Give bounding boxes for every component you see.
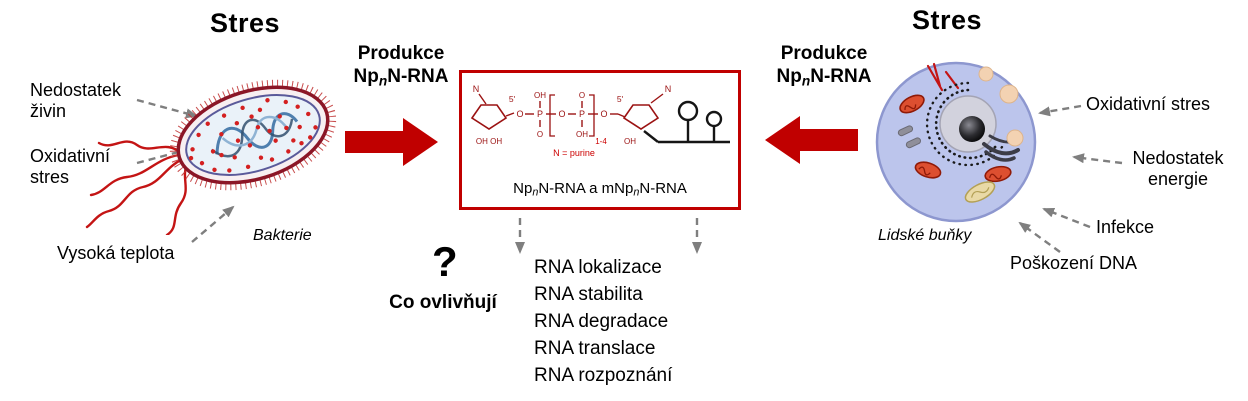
- bacterium-illustration: [85, 79, 337, 235]
- structure-five-prime-right: 5': [617, 94, 624, 104]
- structure-p1: P: [537, 109, 543, 119]
- effect-rna-recognition: RNA rozpoznání: [534, 365, 673, 386]
- bacterium-flagella: [85, 140, 189, 235]
- human-cell-illustration: [875, 61, 1037, 223]
- right-stressor-infection: Infekce: [1096, 217, 1155, 237]
- caption-end: N-RNA: [639, 180, 687, 198]
- structure-p2: P: [579, 109, 585, 119]
- dashed-arrow-nutrient-deficiency: [136, 98, 198, 119]
- structure-o3: O: [600, 109, 607, 119]
- dashed-arrow-high-temperature: [191, 205, 235, 243]
- right-nucleoside: 5' N OH: [617, 84, 671, 146]
- chemical-structure-drawing: N 5' OH OH O P O P O: [470, 84, 730, 158]
- produkce-left-np: Np: [353, 66, 379, 87]
- human-cells-label: Lidské buňky: [878, 227, 972, 244]
- structure-oh-right: OH: [624, 137, 636, 146]
- yellow-organelle: [964, 181, 996, 203]
- structure-n-purine-note: N = purine: [553, 148, 595, 158]
- bacterium-pili: [169, 79, 337, 191]
- structure-o-top: O: [579, 91, 585, 100]
- produkce-right-line1: Produkce: [780, 43, 868, 64]
- dashed-arrow-infection: [1042, 207, 1091, 229]
- structure-o2: O: [558, 109, 565, 119]
- rna-strand-with-hairpins: [643, 100, 730, 144]
- bracket-left: [549, 94, 555, 137]
- left-nucleoside: N 5' OH OH: [470, 84, 516, 146]
- red-arrow-right: [765, 116, 858, 164]
- endoplasmic-reticulum-dots: [925, 81, 1004, 167]
- dashed-arrow-oxidative-stress-left: [136, 146, 192, 165]
- structure-five-prime-left: 5': [509, 94, 516, 104]
- caption-sub1: n: [532, 187, 539, 199]
- bacteria-label: Bakterie: [253, 227, 312, 244]
- structure-oh-bottom: OH: [576, 130, 588, 139]
- bracket-right: [589, 94, 595, 137]
- phosphate-chain: O P O P O OH O O OH 1-4 N = p: [516, 91, 618, 158]
- effect-rna-translation: RNA translace: [534, 338, 656, 359]
- left-stressor-oxidative-stress: Oxidativní stres: [30, 146, 111, 187]
- produkce-left-rest: N-RNA: [387, 66, 449, 87]
- structure-o-bottom: O: [537, 130, 543, 139]
- caption-np1: Np: [513, 180, 533, 198]
- right-stress-title: Stres: [912, 5, 983, 35]
- left-stress-title: Stres: [210, 8, 281, 38]
- left-stressor-nutrient-deficiency: Nedostatek živin: [30, 80, 122, 121]
- effect-rna-degradation: RNA degradace: [534, 311, 669, 332]
- effect-rna-stability: RNA stabilita: [534, 284, 643, 305]
- produkce-right-np: Np: [776, 66, 802, 87]
- right-ribose-ring: [622, 104, 660, 130]
- dashed-arrow-oxidative-stress-right: [1038, 104, 1082, 117]
- produkce-right-rest: N-RNA: [810, 66, 872, 87]
- red-arrow-left: [345, 118, 438, 166]
- mitochondria: [899, 94, 1012, 183]
- structure-n-right: N: [665, 84, 672, 94]
- right-stressor-oxidative-stress: Oxidativní stres: [1086, 94, 1211, 114]
- structure-oh-left: OH OH: [476, 137, 502, 146]
- question-mark: ?: [432, 238, 458, 285]
- effect-rna-localization: RNA lokalizace: [534, 257, 662, 278]
- left-stressor-high-temperature: Vysoká teplota: [57, 243, 175, 263]
- question-label: Co ovlivňují: [389, 292, 497, 313]
- right-stressor-energy-deficiency: Nedostatek energie: [1132, 148, 1224, 189]
- npn-rna-structure-box: N 5' OH OH O P O P O: [459, 70, 741, 210]
- structure-n-left: N: [473, 84, 480, 94]
- vesicles: [978, 66, 1024, 147]
- caption-sub2: n: [633, 187, 640, 199]
- produkce-right-sub-n: n: [801, 73, 811, 89]
- produkce-label-left: Produkce NpnN-RNA: [326, 42, 476, 92]
- bacterium-ribosomes: [188, 98, 318, 173]
- structure-repeat-range: 1-4: [595, 137, 607, 146]
- centrioles: [897, 125, 922, 149]
- structure-o1: O: [516, 109, 523, 119]
- dashed-arrow-energy-deficiency: [1072, 153, 1123, 165]
- structure-oh-top: OH: [534, 91, 546, 100]
- produkce-label-right: Produkce NpnN-RNA: [749, 42, 899, 92]
- nucleolus: [959, 116, 985, 142]
- right-stressor-dna-damage: Poškození DNA: [1010, 253, 1138, 273]
- caption-mid: N-RNA a mNp: [538, 180, 634, 198]
- produkce-left-line1: Produkce: [357, 43, 445, 64]
- dashed-arrow-dna-damage: [1018, 221, 1061, 253]
- structure-caption: NpnN-RNA a mNpnN-RNA: [462, 180, 738, 199]
- left-ribose-ring: [470, 104, 508, 130]
- produkce-left-sub-n: n: [378, 73, 388, 89]
- rna-effects-list: RNA lokalizace RNA stabilita RNA degrada…: [534, 254, 672, 389]
